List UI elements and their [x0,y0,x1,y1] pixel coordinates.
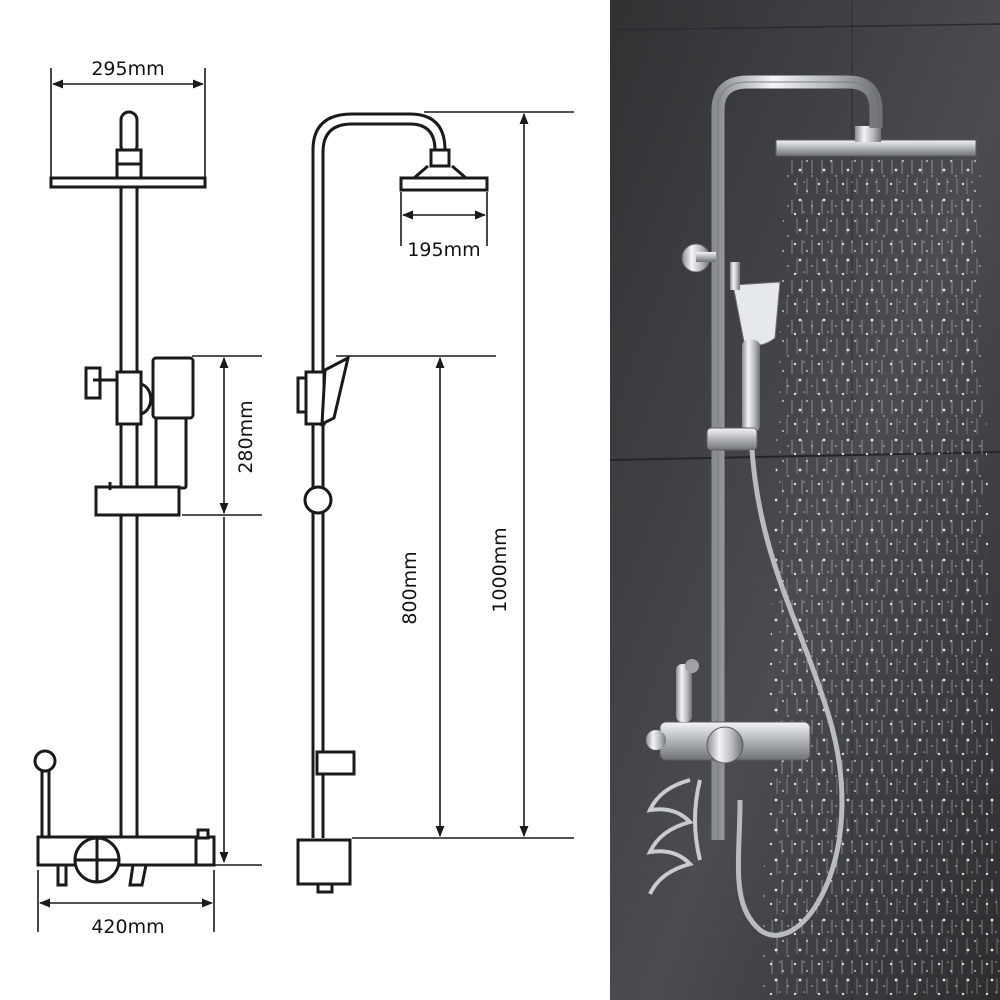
side-view: 195mm 800mm 1000mm [296,111,574,894]
dimension-label-1000mm: 1000mm [489,527,511,612]
dimension-label-420mm: 420mm [91,916,164,938]
dimension-label-800mm: 800mm [399,551,421,624]
front-view: 295mm 280mm [33,58,262,938]
dimension-label-295mm: 295mm [91,58,164,80]
dimension-label-280mm: 280mm [235,400,257,473]
rain-shower-head [775,139,977,157]
product-photo [609,0,1000,1000]
coiled-hose [646,778,702,895]
dimension-label-195mm: 195mm [407,239,480,261]
